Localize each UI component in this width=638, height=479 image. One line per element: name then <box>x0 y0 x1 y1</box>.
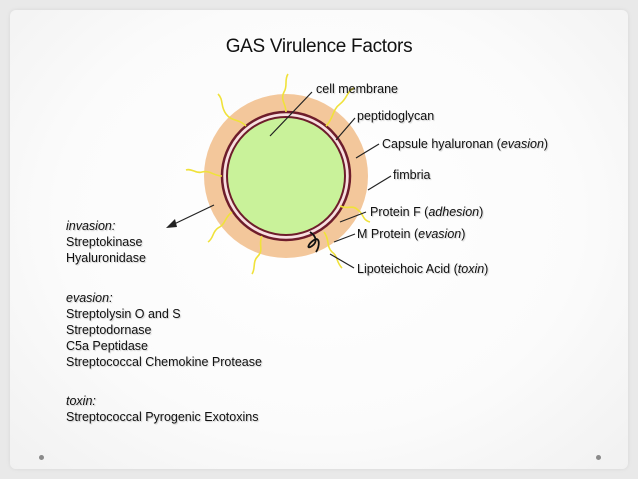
pointer-fimbria <box>367 175 392 191</box>
virulence-group-invasion: invasion: Streptokinase Hyaluronidase <box>66 218 146 266</box>
pointer-capsule <box>355 143 380 159</box>
group-item: Streptococcal Chemokine Protease <box>66 355 262 369</box>
pointer-m-protein <box>333 233 356 243</box>
fimbria-5 <box>207 211 233 243</box>
fimbria-1 <box>217 93 247 127</box>
fimbria-6 <box>339 205 371 223</box>
group-item: Streptodornase <box>66 323 152 337</box>
label-m-protein: M Protein (evasion) <box>357 227 466 241</box>
label-lipoteichoic-acid: Lipoteichoic Acid (toxin) <box>357 262 489 276</box>
pointer-protein-f <box>339 211 367 223</box>
pointer-lipoteichoic <box>329 253 355 269</box>
label-capsule: Capsule hyaluronan (evasion) <box>382 137 549 151</box>
group-item: Streptokinase <box>66 235 143 249</box>
group-item: Streptococcal Pyrogenic Exotoxins <box>66 410 259 424</box>
group-item: Hyaluronidase <box>66 251 146 265</box>
cell-membrane-ring <box>226 116 346 236</box>
fimbria-7 <box>251 235 263 275</box>
pointer-cell-membrane <box>269 91 313 137</box>
group-heading: invasion: <box>66 219 116 233</box>
virulence-group-toxin: toxin: Streptococcal Pyrogenic Exotoxins <box>66 393 258 425</box>
fimbria-2 <box>281 73 289 113</box>
group-item: Streptolysin O and S <box>66 307 181 321</box>
fimbria-3 <box>325 87 355 127</box>
invasion-arrowhead <box>166 219 177 228</box>
label-cell-membrane: cell membrane <box>316 82 398 96</box>
label-peptidoglycan: peptidoglycan <box>357 109 435 123</box>
pointer-peptidoglycan <box>335 117 356 141</box>
slide-corner-dot-right <box>596 455 601 460</box>
label-fimbria: fimbria <box>393 168 431 182</box>
m-protein-squiggle <box>307 231 320 253</box>
group-heading: evasion: <box>66 291 113 305</box>
slide-corner-dot-left <box>39 455 44 460</box>
group-item: C5a Peptidase <box>66 339 149 353</box>
fimbria-8 <box>323 231 343 269</box>
diagram-title: GAS Virulence Factors <box>225 36 413 57</box>
pointer-invasion-arrow <box>169 204 215 227</box>
group-heading: toxin: <box>66 394 96 408</box>
fimbriae <box>185 73 371 275</box>
fimbria-4 <box>185 168 223 177</box>
label-protein-f: Protein F (adhesion) <box>370 205 484 219</box>
virulence-group-evasion: evasion: Streptolysin O and S Streptodor… <box>66 290 262 370</box>
